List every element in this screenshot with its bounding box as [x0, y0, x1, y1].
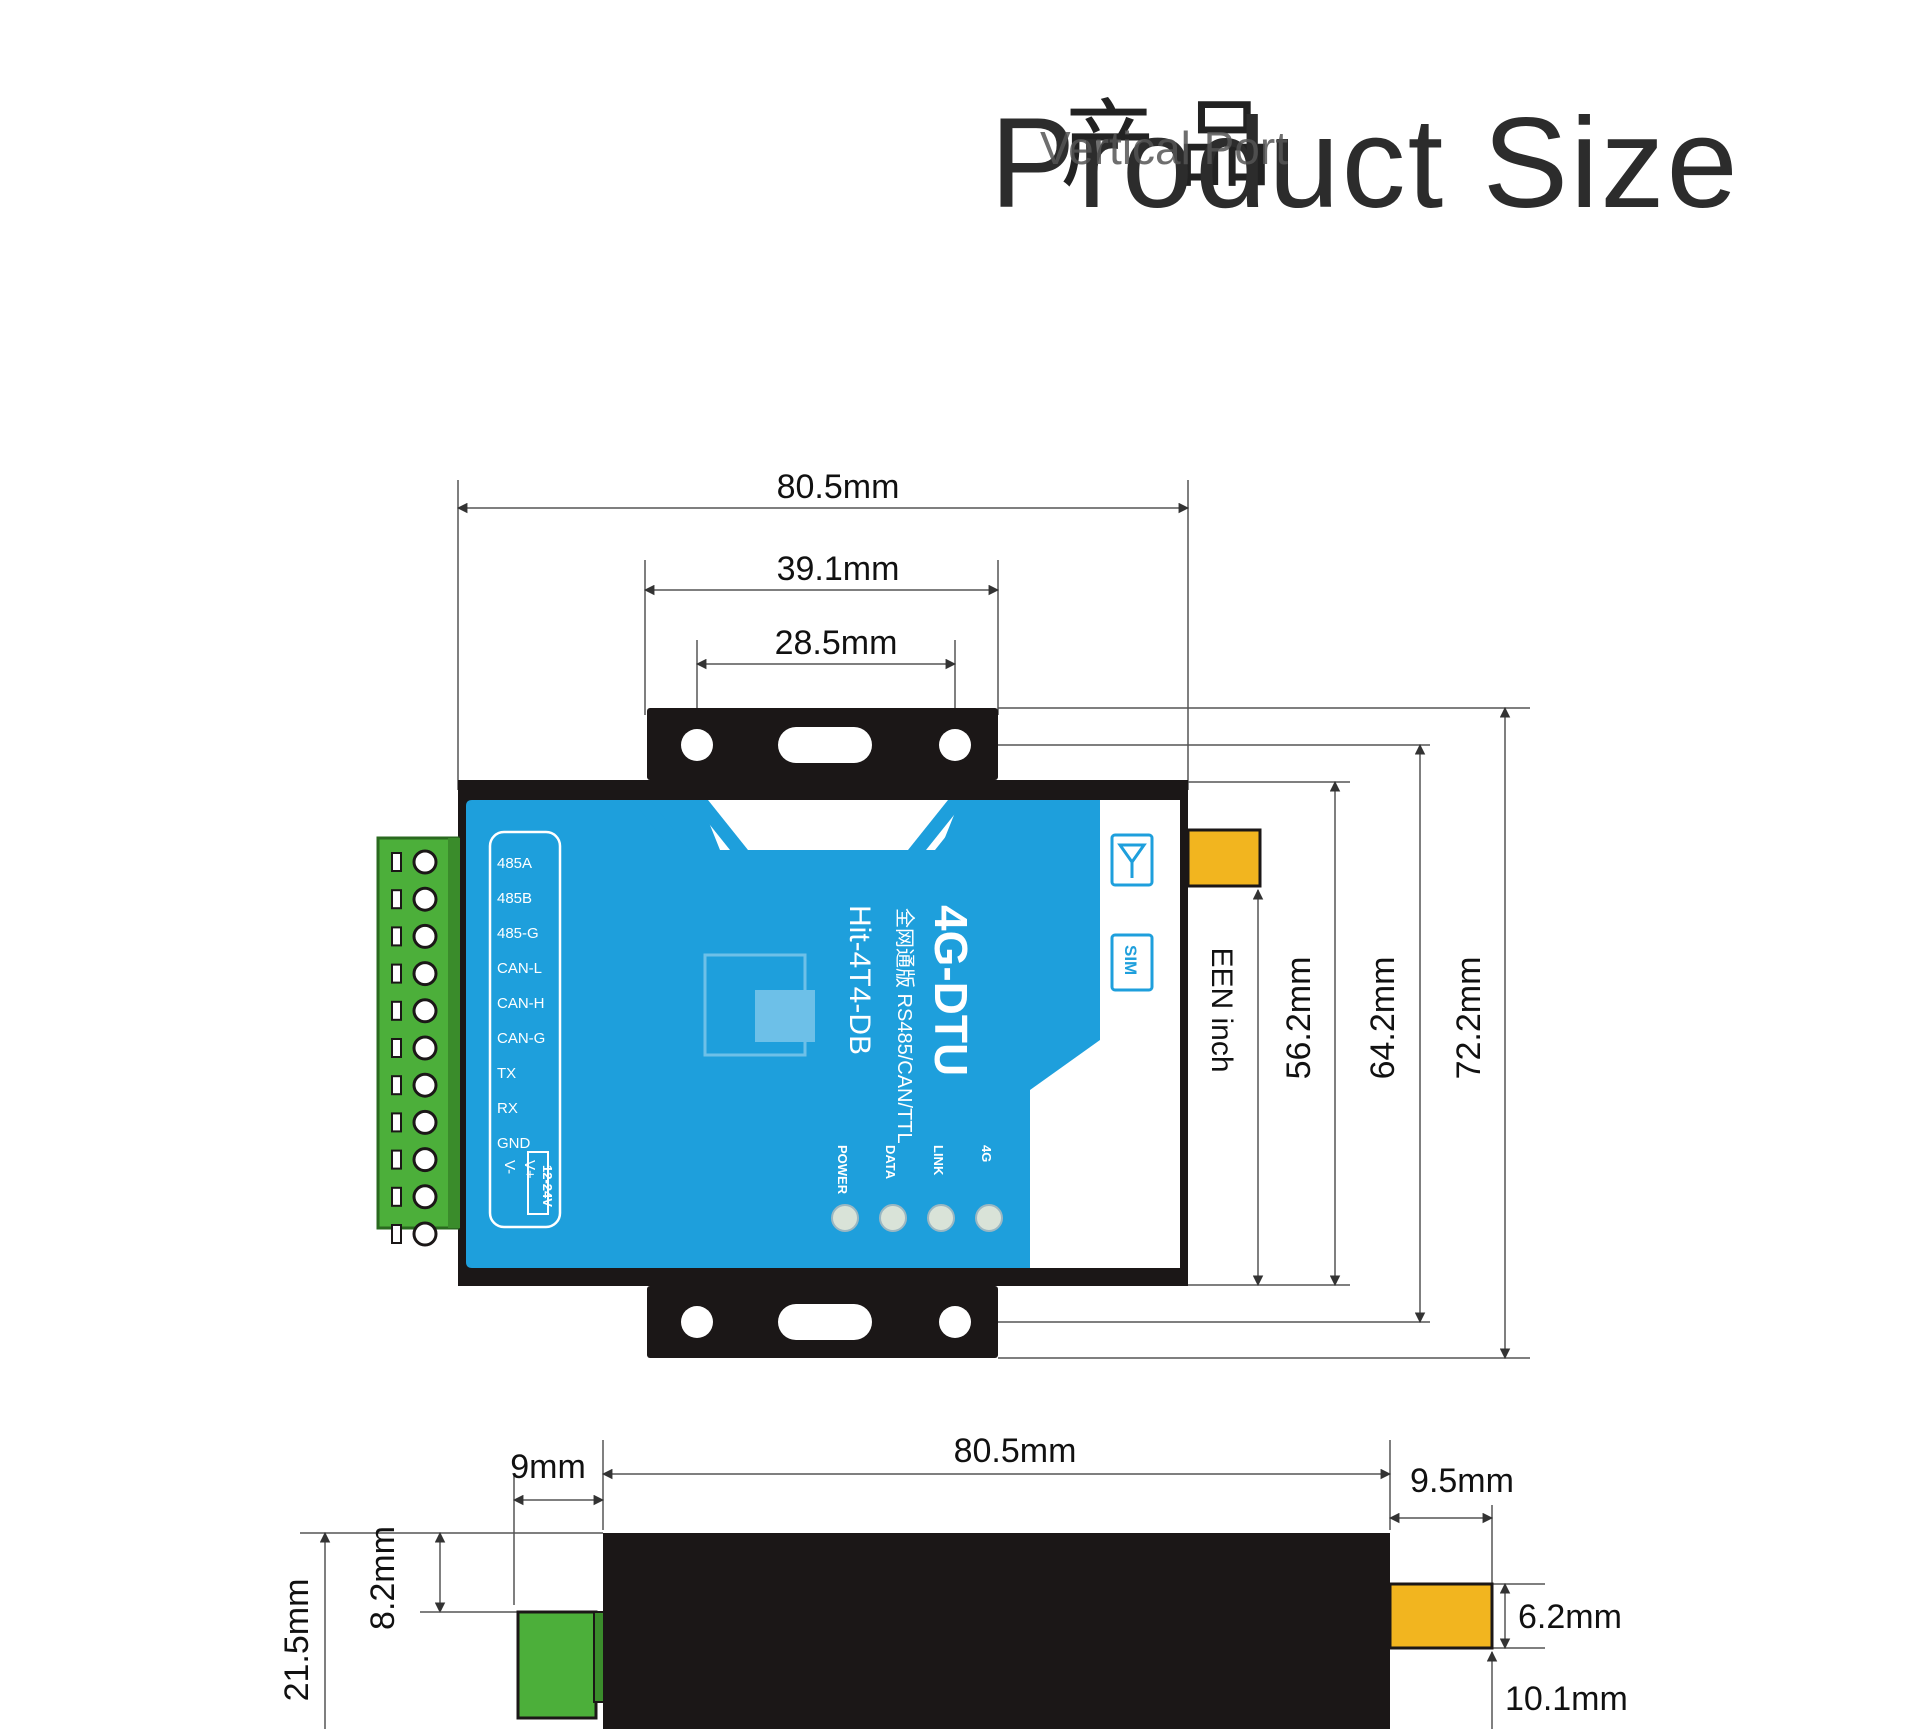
side-antenna-connector	[1388, 1582, 1494, 1650]
led-label: DATA	[883, 1145, 898, 1180]
terminal-label: 485B	[497, 890, 532, 907]
overlay-cn-title: 产品	[1060, 92, 1292, 199]
status-led	[927, 1204, 955, 1232]
led-label: LINK	[931, 1145, 946, 1176]
terminal-screw	[391, 1147, 438, 1173]
terminal-label: CAN-L	[497, 960, 542, 977]
dim-height-total: 72.2mm	[1450, 957, 1488, 1080]
antenna-label: EEN inch	[1205, 947, 1238, 1072]
device-subtitle: 全网通版 RS485/CAN/TTL	[893, 908, 916, 1144]
status-leds: POWER DATA LINK 4G	[831, 1145, 1003, 1232]
svg-text:12-24V: 12-24V	[540, 1165, 555, 1207]
mounting-bracket-top	[647, 708, 998, 780]
terminal-label: GND	[497, 1135, 531, 1152]
dim-side-width: 80.5mm	[954, 1432, 1077, 1470]
status-led	[831, 1204, 859, 1232]
terminal-screw	[391, 1109, 438, 1135]
sim-slot-icon: SIM	[1110, 933, 1154, 992]
dim-antenna-base: 10.1mm	[1505, 1680, 1628, 1718]
device-logo	[703, 953, 815, 1057]
dim-connector-offset: 8.2mm	[364, 1526, 402, 1630]
terminal-label: TX	[497, 1065, 516, 1082]
terminal-screw	[391, 886, 438, 912]
status-led	[975, 1204, 1003, 1232]
antenna-port-icon	[1110, 833, 1154, 887]
terminal-label: CAN-G	[497, 1030, 545, 1047]
device-name: 4G-DTU	[925, 905, 977, 1076]
terminal-screw	[391, 998, 438, 1024]
dim-width-bracket: 39.1mm	[777, 550, 900, 588]
dim-height-body: 56.2mm	[1280, 957, 1318, 1080]
device-model: Hit-4T4-DB	[843, 905, 876, 1055]
terminal-labels: 485A 485B 485-G CAN-L CAN-H CAN-G TX RX GND V-V+	[497, 855, 545, 1179]
terminal-label: 485A	[497, 855, 532, 872]
terminal-screw	[391, 1072, 438, 1098]
front-panel	[466, 800, 1180, 1268]
top-dimension-lines	[456, 480, 1530, 1360]
dim-side-height: 21.5mm	[278, 1579, 316, 1702]
terminal-label: 485-G	[497, 925, 539, 942]
terminal-screw	[391, 1184, 438, 1210]
status-led	[879, 1204, 907, 1232]
terminal-screw	[391, 923, 438, 949]
terminal-screw	[391, 961, 438, 987]
panel-white-cutout	[1030, 800, 1180, 1268]
antenna-connector	[1186, 828, 1262, 888]
terminal-label: V+	[521, 1160, 538, 1179]
dim-width-total: 80.5mm	[777, 468, 900, 506]
side-body	[603, 1533, 1390, 1729]
dim-width-holes: 28.5mm	[775, 624, 898, 662]
terminal-screw	[391, 1035, 438, 1061]
overlay-en-title: Vertical Port	[1040, 122, 1288, 174]
page-title: Product Size	[990, 92, 1740, 235]
side-terminal-block	[516, 1610, 605, 1720]
panel-top-cutout	[700, 800, 960, 850]
led-label: 4G	[979, 1145, 994, 1162]
dim-height-holes: 64.2mm	[1364, 957, 1402, 1080]
terminal-label: V-	[501, 1160, 518, 1174]
terminal-screw	[391, 849, 438, 875]
side-dimension-lines	[300, 1440, 1545, 1729]
terminal-label: RX	[497, 1100, 518, 1117]
dim-antenna-height: 6.2mm	[1518, 1598, 1622, 1636]
terminal-screws	[391, 849, 438, 1247]
mounting-bracket-bottom	[647, 1286, 998, 1358]
panel-stripes	[632, 800, 993, 850]
terminal-label-frame	[488, 830, 562, 1229]
terminal-screw	[391, 1221, 438, 1247]
power-indicator: 12-24V	[527, 1151, 555, 1215]
terminal-label: CAN-H	[497, 995, 545, 1012]
dim-right-connector: 9.5mm	[1410, 1462, 1514, 1500]
svg-text:SIM: SIM	[1121, 945, 1140, 975]
led-label: POWER	[835, 1145, 850, 1195]
dim-left-connector: 9mm	[510, 1448, 586, 1486]
